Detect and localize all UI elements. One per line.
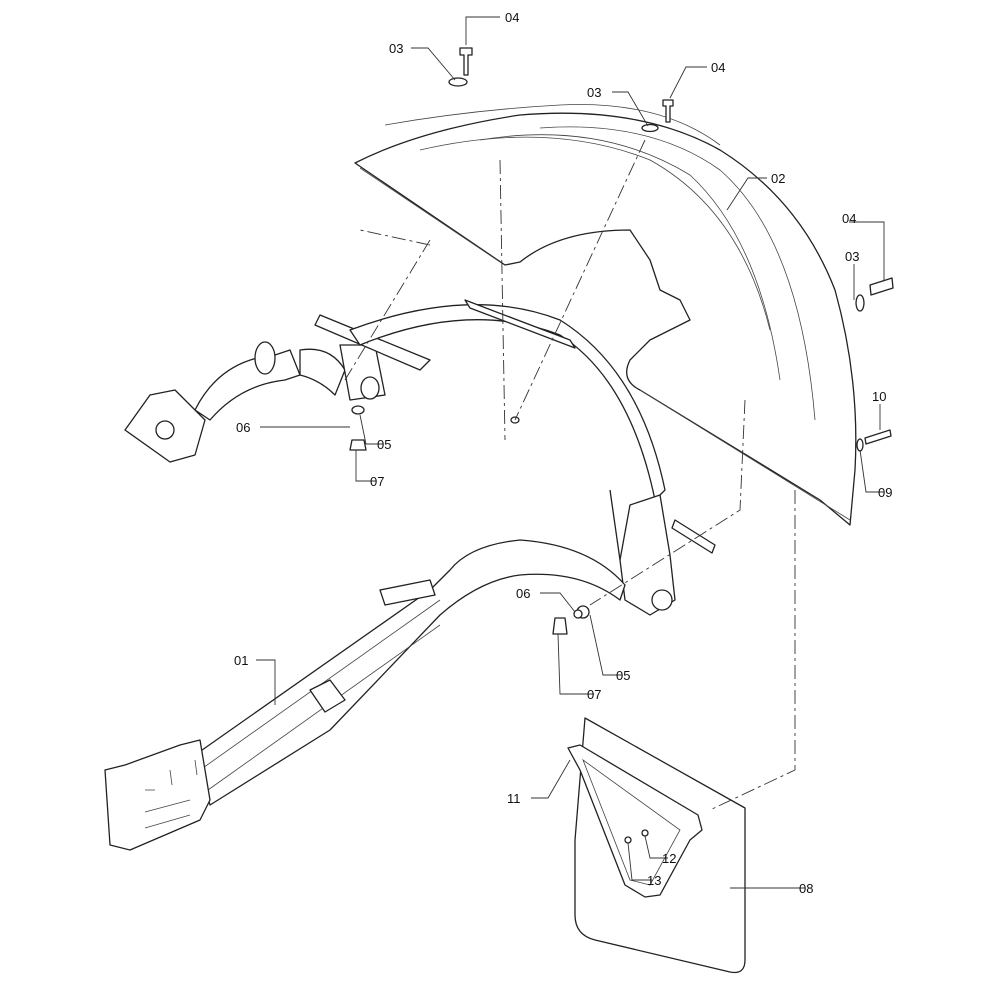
callout-label: 04 (505, 10, 520, 25)
support-arm-assembly (124, 299, 716, 616)
main-arm-part-01 (104, 539, 626, 851)
callout-label: 07 (370, 474, 385, 489)
callout-label: 02 (771, 171, 786, 186)
callout-label: 05 (377, 437, 392, 452)
callout-label: 01 (234, 653, 249, 668)
fasteners (349, 47, 894, 635)
callout-label: 09 (878, 485, 893, 500)
mudflap-part-08 (567, 717, 746, 974)
leader-lines (256, 16, 885, 889)
assembly-line (344, 139, 796, 811)
callout-label: 06 (516, 586, 531, 601)
callout-label: 13 (647, 873, 662, 888)
callout-label: 03 (845, 249, 860, 264)
callout-label: 05 (616, 668, 631, 683)
callout-label: 12 (662, 851, 677, 866)
fender-part-02 (354, 104, 857, 526)
callout-label: 08 (799, 881, 814, 896)
callout-label: 03 (587, 85, 602, 100)
callout-label: 11 (507, 791, 521, 806)
callout-label: 03 (389, 41, 404, 56)
callout-label: 07 (587, 687, 602, 702)
callout-label: 04 (711, 60, 726, 75)
callout-label: 06 (236, 420, 251, 435)
callout-label: 04 (842, 211, 857, 226)
callout-label: 10 (872, 389, 887, 404)
